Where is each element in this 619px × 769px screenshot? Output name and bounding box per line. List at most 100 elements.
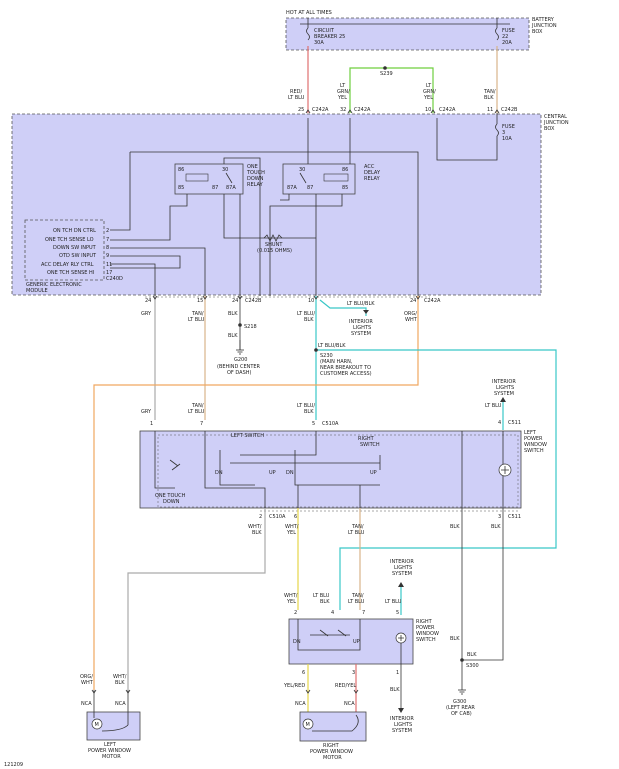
svg-text:WINDOW: WINDOW <box>416 631 439 637</box>
arrow-interior-lights-1 <box>363 310 369 314</box>
svg-text:6: 6 <box>302 670 305 676</box>
svg-text:C510A: C510A <box>322 421 339 427</box>
svg-text:6: 6 <box>294 514 297 520</box>
svg-text:DELAY: DELAY <box>364 170 381 176</box>
ground-g300: BLK BLK S300 G300 (LEFT REAR OF CAB) <box>446 636 479 717</box>
one-touch-down-relay <box>174 163 244 195</box>
svg-text:OF CAB): OF CAB) <box>451 711 472 717</box>
wire-wht-blk <box>127 508 266 690</box>
svg-text:BLK: BLK <box>304 409 314 415</box>
svg-text:ONE TCH SENSE HI: ONE TCH SENSE HI <box>47 270 94 276</box>
svg-text:LT BLU: LT BLU <box>485 403 502 409</box>
svg-text:C242B: C242B <box>245 298 262 304</box>
svg-text:BLK: BLK <box>390 687 400 693</box>
svg-text:11: 11 <box>487 107 493 113</box>
svg-text:C511: C511 <box>508 514 521 520</box>
svg-text:RED/YEL: RED/YEL <box>335 683 356 689</box>
svg-text:24: 24 <box>410 298 416 304</box>
svg-text:BLK: BLK <box>491 524 501 530</box>
rps-internal: DN UP <box>293 619 407 664</box>
svg-text:DN: DN <box>293 639 301 645</box>
svg-text:LIGHTS: LIGHTS <box>394 565 412 571</box>
svg-text:4: 4 <box>498 420 501 426</box>
svg-text:NCA: NCA <box>295 701 306 707</box>
svg-text:CENTRAL: CENTRAL <box>544 114 567 120</box>
svg-text:5: 5 <box>396 610 399 616</box>
svg-text:86: 86 <box>342 167 348 173</box>
svg-text:9: 9 <box>106 253 109 259</box>
svg-text:MOTOR: MOTOR <box>323 755 342 761</box>
svg-text:BATTERY: BATTERY <box>532 17 555 23</box>
svg-text:ACC: ACC <box>364 164 375 170</box>
svg-text:7: 7 <box>200 421 203 427</box>
svg-text:GRN/: GRN/ <box>337 89 350 95</box>
svg-text:LIGHTS: LIGHTS <box>394 722 412 728</box>
svg-text:OTD SW INPUT: OTD SW INPUT <box>59 253 97 259</box>
svg-text:LIGHTS: LIGHTS <box>496 385 514 391</box>
svg-text:S230: S230 <box>320 353 333 359</box>
svg-text:BLK: BLK <box>115 680 125 686</box>
svg-text:20A: 20A <box>502 40 512 46</box>
right-motor-wire-labels: YEL/RED RED/YEL NCA NCA <box>283 683 356 707</box>
svg-text:DN: DN <box>286 470 294 476</box>
arrow-interior-lights-4 <box>398 708 404 713</box>
gem-label: GENERIC ELECTRONIC MODULE <box>26 282 82 294</box>
lps-bottom-pins: 2 6 3 C510A C511 <box>259 514 521 520</box>
svg-text:85: 85 <box>342 185 348 191</box>
one-touch-down-relay-label: ONE TOUCH DOWN RELAY <box>246 164 265 188</box>
acc-delay-relay <box>282 163 356 195</box>
svg-text:15: 15 <box>197 298 203 304</box>
svg-text:1: 1 <box>150 421 153 427</box>
svg-text:GRN/: GRN/ <box>423 89 436 95</box>
svg-text:POWER WINDOW: POWER WINDOW <box>310 749 353 755</box>
right-switch-label: RIGHT SWITCH <box>358 436 380 448</box>
svg-text:BLK: BLK <box>252 530 262 536</box>
svg-text:SHUNT: SHUNT <box>265 242 283 248</box>
svg-text:SYSTEM: SYSTEM <box>494 391 514 397</box>
svg-text:ORG/: ORG/ <box>80 674 93 680</box>
wire-labels-top: RED/ LT BLU LT GRN/ YEL LT GRN/ YEL TAN/… <box>288 83 496 101</box>
svg-text:S300: S300 <box>466 663 479 669</box>
svg-text:INTERIOR: INTERIOR <box>390 559 414 565</box>
svg-text:INTERIOR: INTERIOR <box>492 379 516 385</box>
svg-text:BOX: BOX <box>532 29 543 35</box>
svg-text:(BEHIND CENTER: (BEHIND CENTER <box>217 364 261 370</box>
lps-top-labels: GRY TAN/ LT BLU LT BLU/ BLK 1 7 5 C510A <box>141 403 339 427</box>
svg-text:ON TCH DN CTRL: ON TCH DN CTRL <box>53 228 96 234</box>
svg-text:85: 85 <box>178 185 184 191</box>
svg-text:BLK: BLK <box>304 317 314 323</box>
svg-text:NEAR BREAKOUT TO: NEAR BREAKOUT TO <box>320 365 371 371</box>
svg-text:LT BLU/BLK: LT BLU/BLK <box>318 343 346 349</box>
svg-text:30A: 30A <box>314 40 324 46</box>
splice-s218 <box>238 323 242 327</box>
svg-text:S218: S218 <box>244 324 257 330</box>
svg-text:YEL: YEL <box>286 599 296 605</box>
svg-text:25: 25 <box>298 107 304 113</box>
diagram-id: 121209 <box>4 762 23 768</box>
svg-text:POWER: POWER <box>524 436 543 442</box>
svg-text:LT: LT <box>340 83 346 89</box>
s239-label: S239 <box>380 71 393 77</box>
svg-text:RED/: RED/ <box>290 89 302 95</box>
svg-text:LT BLU: LT BLU <box>188 317 205 323</box>
svg-text:C510A: C510A <box>269 514 286 520</box>
left-motor-wire-labels: ORG/ WHT WHT/ BLK NCA NCA <box>80 674 127 707</box>
left-switch-label: LEFT SWITCH <box>231 433 264 439</box>
svg-text:LT BLU: LT BLU <box>348 530 365 536</box>
lower-wire-labels: WHT/ BLK WHT/ YEL TAN/ LT BLU BLK BLK IN… <box>248 524 501 577</box>
svg-text:3: 3 <box>502 130 505 136</box>
svg-text:BOX: BOX <box>544 126 555 132</box>
svg-text:SYSTEM: SYSTEM <box>351 331 371 337</box>
svg-text:87A: 87A <box>287 185 297 191</box>
svg-text:M: M <box>306 722 310 728</box>
svg-text:CUSTOMER ACCESS): CUSTOMER ACCESS) <box>320 371 372 377</box>
circuit-breaker: CIRCUIT BREAKER 25 30A <box>306 27 345 46</box>
svg-text:SWITCH: SWITCH <box>360 442 380 448</box>
rps-bottom-pins: 6 3 1 <box>302 670 399 676</box>
fuse-3: FUSE 3 10A <box>495 123 515 142</box>
svg-text:BLK: BLK <box>320 599 330 605</box>
left-motor-symbol: M <box>91 690 129 732</box>
svg-text:DN: DN <box>215 470 223 476</box>
svg-text:GENERIC ELECTRONIC: GENERIC ELECTRONIC <box>26 282 82 288</box>
